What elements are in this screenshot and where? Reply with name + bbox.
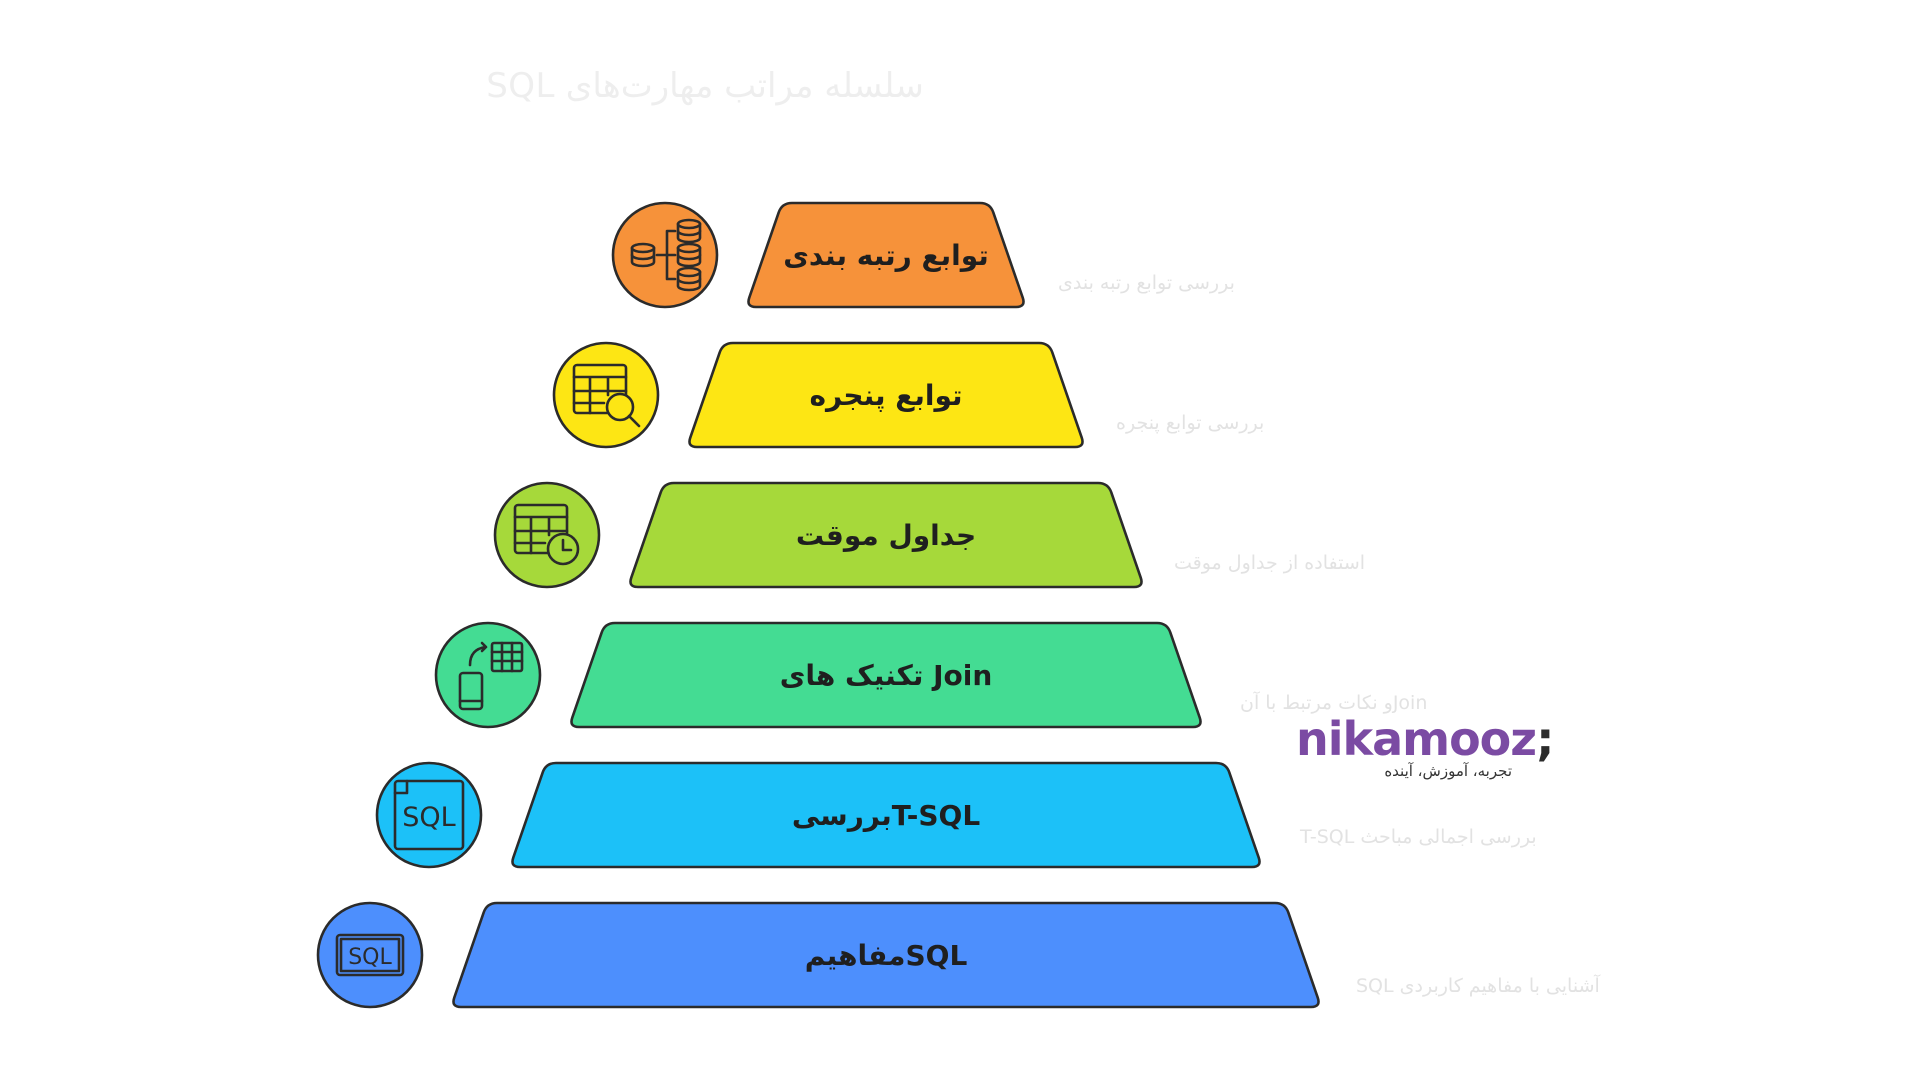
- diagram-title: سلسله مراتب مهارت‌های SQL: [486, 66, 924, 106]
- pyramid-layer-1: توابع رتبه بندی: [747, 201, 1025, 309]
- pyramid-layer-3: جداول موقت: [629, 481, 1143, 589]
- layer-shape: [570, 621, 1202, 729]
- sql-icon-text: SQL: [348, 945, 392, 970]
- sql-screen-icon: SQL: [316, 901, 424, 1009]
- icon-circle: [375, 761, 483, 869]
- layer-shape: [452, 901, 1320, 1009]
- icon-circle: [493, 481, 601, 589]
- logo-wordmark: nikamooz;: [1296, 712, 1554, 766]
- logo-tagline: تجربه، آموزش، آینده: [1384, 762, 1512, 780]
- sql-document-icon: SQL: [375, 761, 483, 869]
- nikamooz-logo: nikamooz; تجربه، آموزش، آینده: [1296, 712, 1554, 782]
- device-table-sync-icon: [434, 621, 542, 729]
- logo-suffix: ;: [1536, 712, 1554, 766]
- layer-shape: [747, 201, 1025, 309]
- layer-label: توابع رتبه بندی: [783, 239, 989, 272]
- layer-description-6: آشنایی با مفاهیم کاربردی SQL: [1356, 975, 1600, 997]
- icon-circle: [552, 341, 660, 449]
- pyramid-layer-2: توابع پنجره: [688, 341, 1084, 449]
- sql-icon-text: SQL: [402, 802, 455, 833]
- icon-circle: [316, 901, 424, 1009]
- table-clock-icon: [493, 481, 601, 589]
- pyramid-layer-6: مفاهیمSQL: [452, 901, 1320, 1009]
- layer-shape: [629, 481, 1143, 589]
- layer-description-5: بررسی اجمالی مباحث T-SQL: [1300, 826, 1537, 848]
- pyramid-layer-5: بررسیT-SQL: [511, 761, 1261, 869]
- layer-label: تکنیک های Join: [780, 659, 993, 692]
- database-hierarchy-icon: [611, 201, 719, 309]
- layer-description-1: بررسی توابع رتبه بندی: [1058, 272, 1235, 294]
- layer-shape: [688, 341, 1084, 449]
- layer-description-2: بررسی توابع پنجره: [1116, 412, 1265, 434]
- layer-label: جداول موقت: [796, 519, 976, 552]
- icon-circle: [434, 621, 542, 729]
- table-search-icon: [552, 341, 660, 449]
- layer-description-4: Joinو نکات مرتبط با آن: [1240, 692, 1428, 714]
- logo-name: nikamooz: [1296, 712, 1537, 766]
- layer-label: مفاهیمSQL: [805, 939, 968, 972]
- layer-shape: [511, 761, 1261, 869]
- pyramid-layer-4: تکنیک های Join: [570, 621, 1202, 729]
- layer-label: توابع پنجره: [809, 379, 962, 412]
- layer-label: بررسیT-SQL: [792, 799, 980, 832]
- layer-description-3: استفاده از جداول موقت: [1174, 552, 1366, 574]
